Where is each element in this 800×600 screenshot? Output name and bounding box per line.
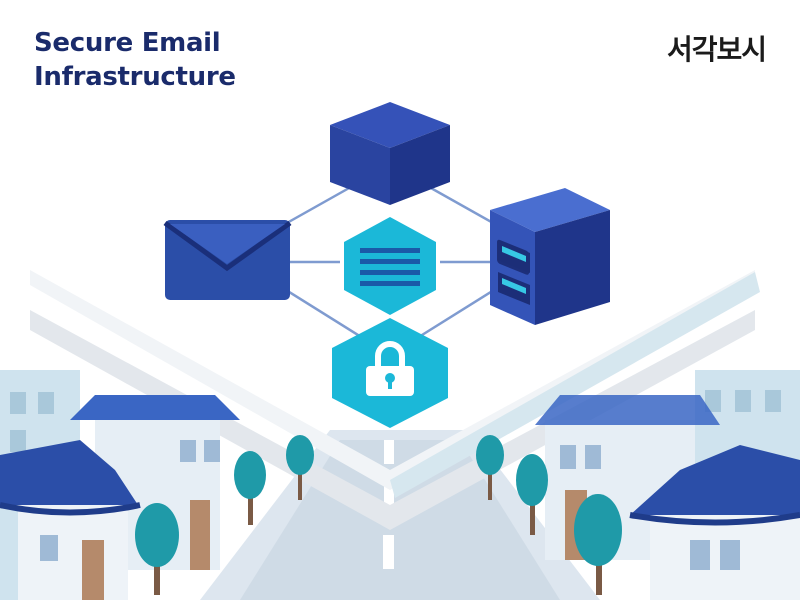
page-title: Secure Email Infrastructure — [34, 26, 236, 94]
document-hexagon-icon — [344, 217, 436, 315]
padlock-hexagon-icon — [332, 318, 448, 428]
house-right-front — [629, 445, 800, 600]
database-server-icon — [490, 188, 610, 325]
email-envelope-icon — [163, 220, 292, 300]
server-cube-icon — [330, 102, 450, 205]
title-line-2: Infrastructure — [34, 62, 236, 92]
brand-logo-text: 서각보시 — [666, 33, 767, 66]
title-line-1: Secure Email — [34, 28, 221, 58]
house-left-front — [0, 440, 141, 600]
trees — [135, 435, 622, 595]
